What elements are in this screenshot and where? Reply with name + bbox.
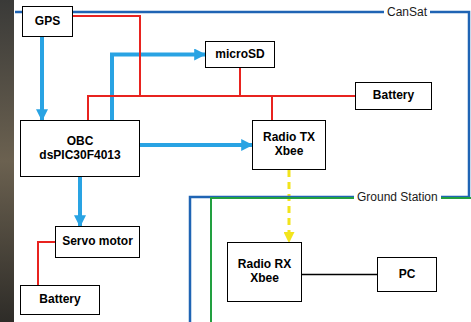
ground-station-region: Ground StationRadio RX XbeePC — [210, 197, 471, 322]
power-line — [38, 242, 55, 285]
component-label: Servo motor — [62, 235, 133, 249]
component-label: OBC dsPIC30F4013 — [39, 135, 120, 163]
signal-arrow — [78, 177, 82, 226]
radio-link — [288, 170, 291, 242]
component-box: GPS — [22, 6, 73, 37]
region-label: Ground Station — [354, 190, 441, 204]
power-line — [240, 68, 355, 96]
component-label: Battery — [39, 293, 80, 307]
component-box: OBC dsPIC30F4013 — [20, 120, 140, 177]
component-label: PC — [399, 268, 416, 282]
component-box: Battery — [20, 285, 100, 315]
signal-arrow — [140, 143, 252, 147]
power-line — [88, 96, 355, 120]
power-line — [73, 16, 355, 96]
component-box: Radio RX Xbee — [227, 242, 302, 302]
photo-strip — [0, 0, 16, 322]
region-label: CanSat — [384, 5, 430, 19]
signal-arrow — [40, 37, 44, 120]
component-label: Battery — [373, 89, 414, 103]
component-label: GPS — [35, 15, 60, 29]
component-label: microSD — [215, 48, 264, 62]
data-cable — [302, 274, 377, 276]
power-line — [272, 96, 355, 120]
component-box: PC — [377, 257, 437, 292]
component-label: Radio RX Xbee — [234, 258, 296, 286]
photo-background — [0, 0, 14, 322]
component-label: Radio TX Xbee — [258, 131, 320, 159]
component-box: Radio TX Xbee — [252, 120, 326, 170]
signal-arrow — [112, 55, 205, 121]
component-box: microSD — [205, 41, 275, 68]
component-box: Servo motor — [55, 226, 140, 258]
region-border — [15, 12, 469, 322]
component-box: Battery — [355, 82, 432, 110]
